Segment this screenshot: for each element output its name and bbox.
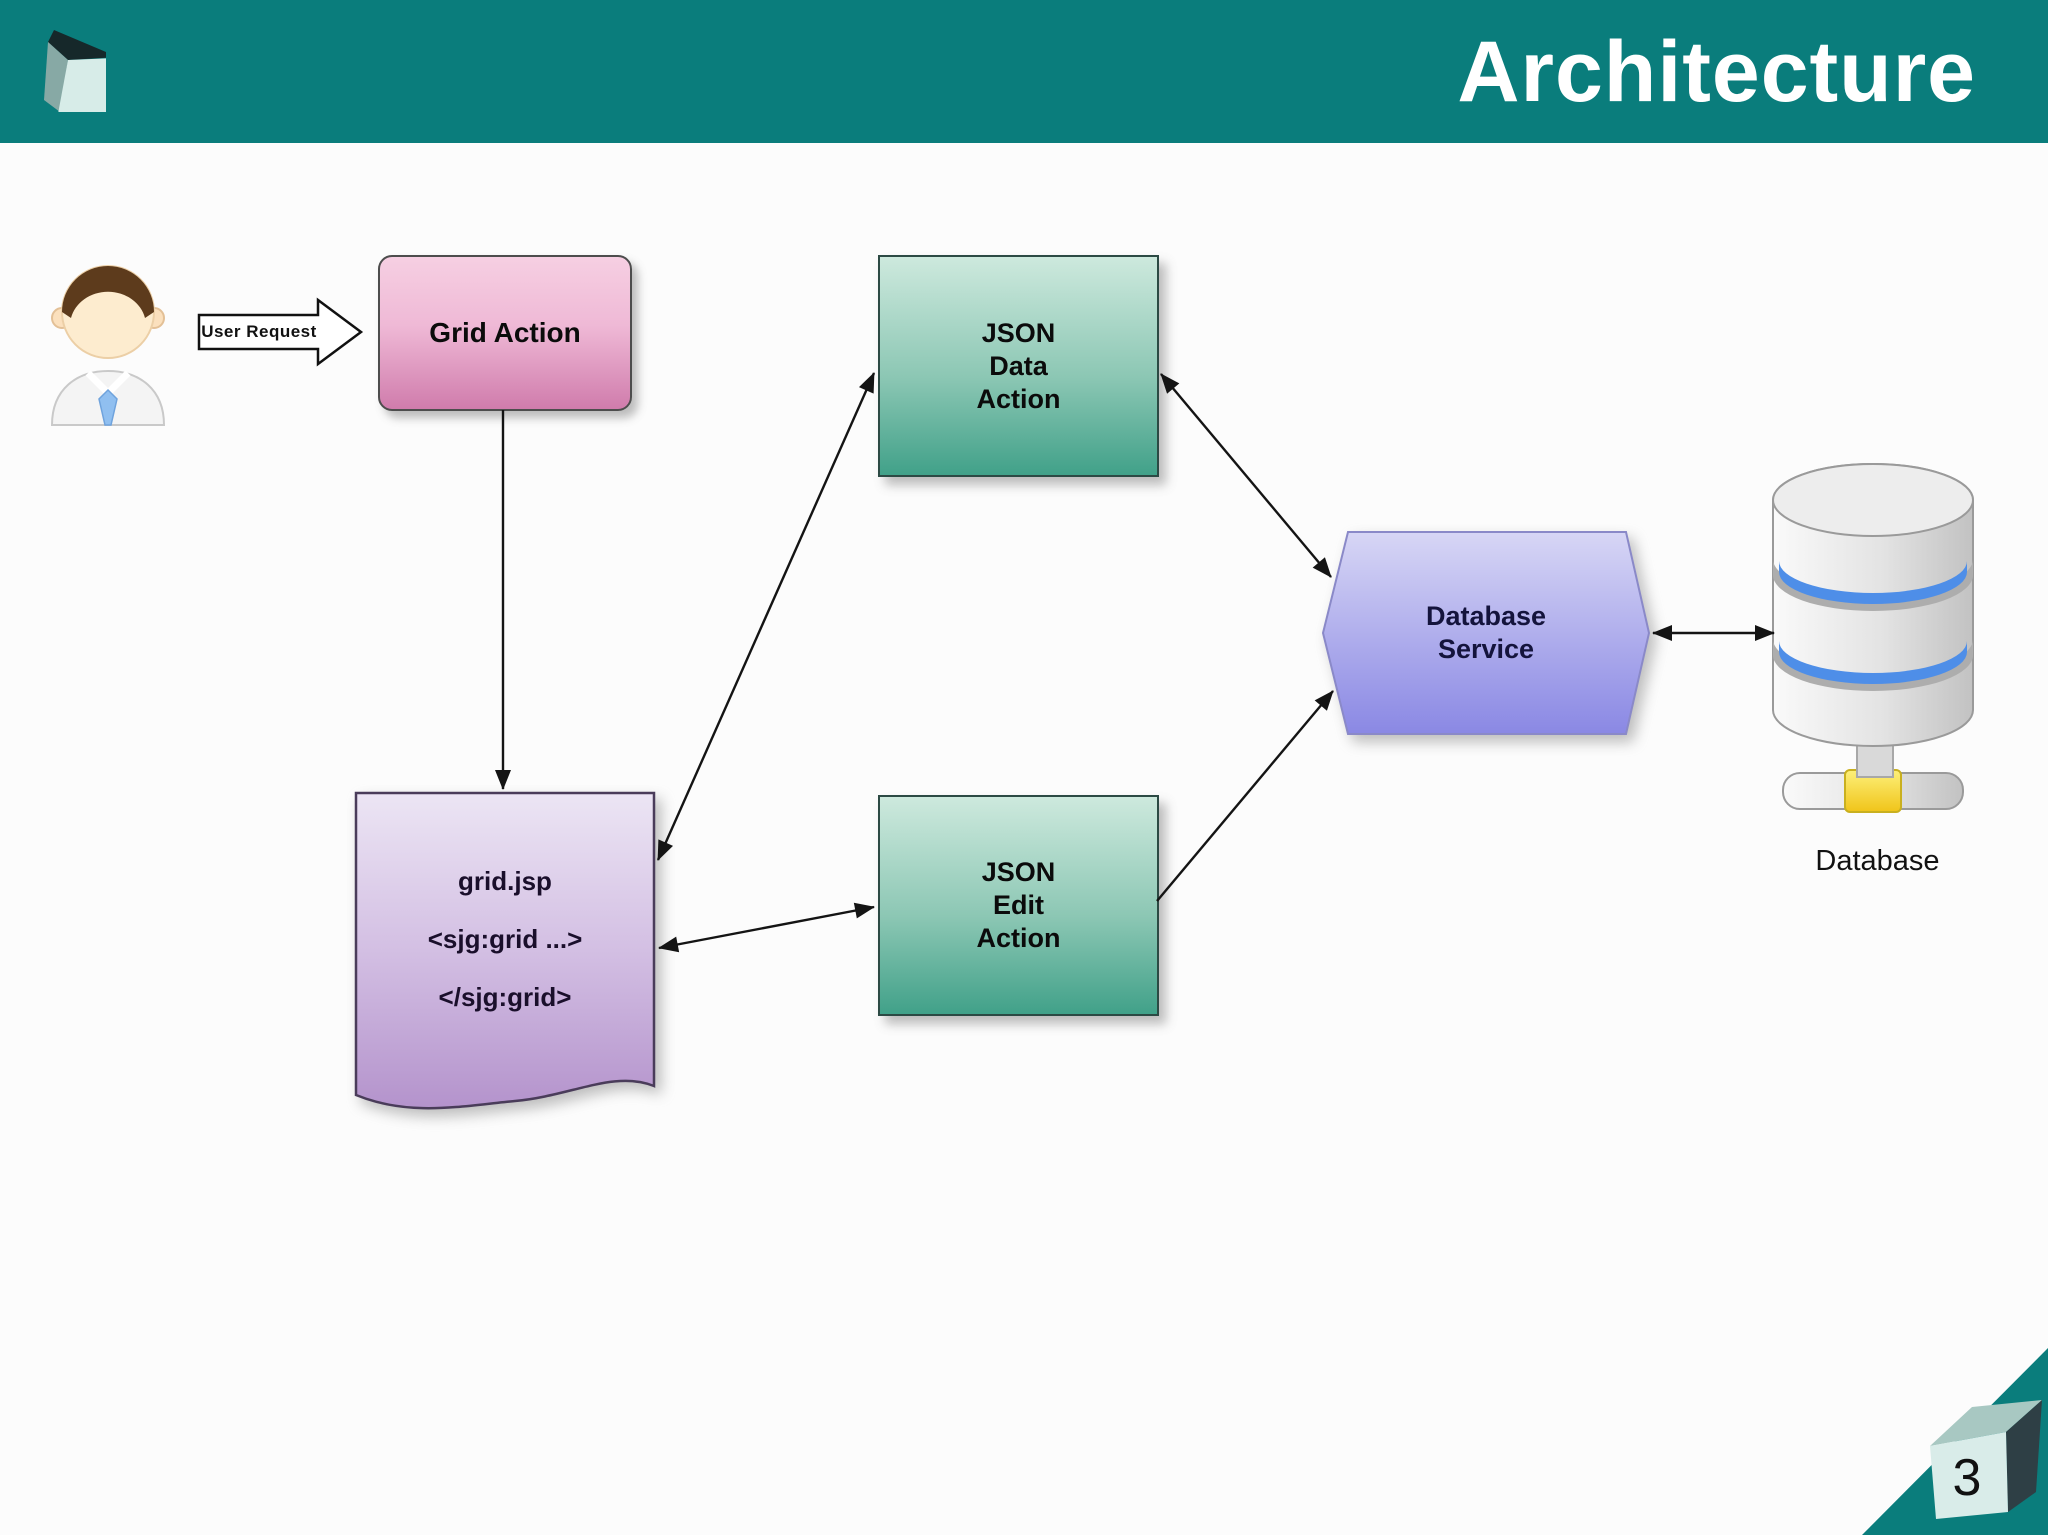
user-request-callout: User Request [196,292,366,372]
json-data-line3: Action [976,383,1061,414]
slide-header: Architecture [0,0,2048,143]
connector-gridjsp-jsondata [656,372,876,861]
grid-jsp-line3: </sjg:grid> [438,982,572,1012]
page-number-cube-icon: 3 [1930,1400,2042,1519]
json-data-line2: Data [989,350,1048,381]
node-json-edit-action: JSON Edit Action [878,795,1159,1016]
corner-decoration: 3 [1862,1348,2048,1535]
page-number: 3 [1953,1449,1982,1507]
grid-action-label: Grid Action [429,317,581,348]
node-grid-action: Grid Action [378,255,632,411]
database-icon [1772,463,1974,813]
database-service-text: Database Service [1320,528,1652,738]
user-request-label: User Request [201,322,317,341]
json-data-line1: JSON [981,317,1056,348]
block-arrow-icon [197,297,364,367]
document-shape [354,791,656,1110]
node-json-data-action: JSON Data Action [878,255,1159,477]
connector-jsondata-dbservice [1160,373,1332,578]
user-person-icon [50,265,166,426]
page-title: Architecture [1457,23,1976,120]
cube-logo-icon [44,30,106,112]
connector-gridjsp-jsonedit [658,902,875,953]
database-service-line2: Service [1437,634,1535,664]
json-edit-line2: Edit [993,890,1044,920]
connector-jsonedit-dbservice [1156,690,1334,902]
database-service-line1: Database [1425,601,1547,631]
json-edit-line1: JSON [981,857,1056,887]
grid-jsp-text: grid.jsp <sjg:grid ...> </sjg:grid> [353,852,657,1026]
hexagon-shape [1321,531,1651,735]
node-grid-jsp-document: grid.jsp <sjg:grid ...> </sjg:grid> [353,790,657,1135]
grid-jsp-line1: grid.jsp [458,866,552,896]
database-label: Database [1815,845,1940,877]
grid-jsp-line2: <sjg:grid ...> [427,924,583,954]
node-database-service: Database Service [1320,528,1652,738]
json-edit-line3: Action [976,923,1061,953]
